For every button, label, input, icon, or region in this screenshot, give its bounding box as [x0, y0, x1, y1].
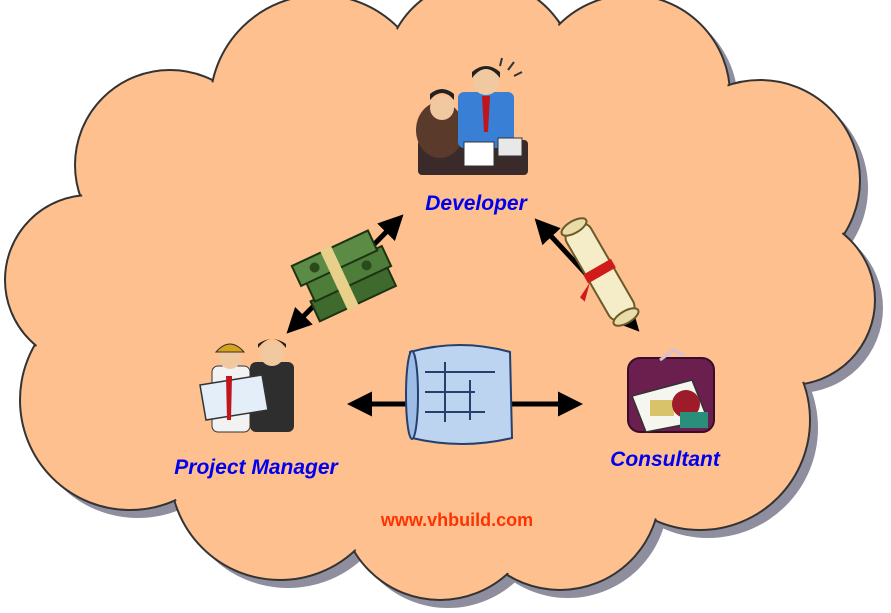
consultant-label: Consultant — [610, 448, 721, 471]
engineers-with-blueprint-icon — [199, 339, 294, 433]
developer-label: Developer — [425, 192, 528, 215]
meeting-people-icon — [416, 57, 528, 175]
scroll-contract-icon — [560, 217, 640, 327]
website-url[interactable]: www.vhbuild.com — [380, 510, 533, 530]
project-manager-label: Project Manager — [174, 456, 339, 479]
building-design-icon — [627, 348, 715, 433]
blueprint-plan-icon — [405, 344, 514, 445]
money-stack-icon — [290, 229, 398, 323]
